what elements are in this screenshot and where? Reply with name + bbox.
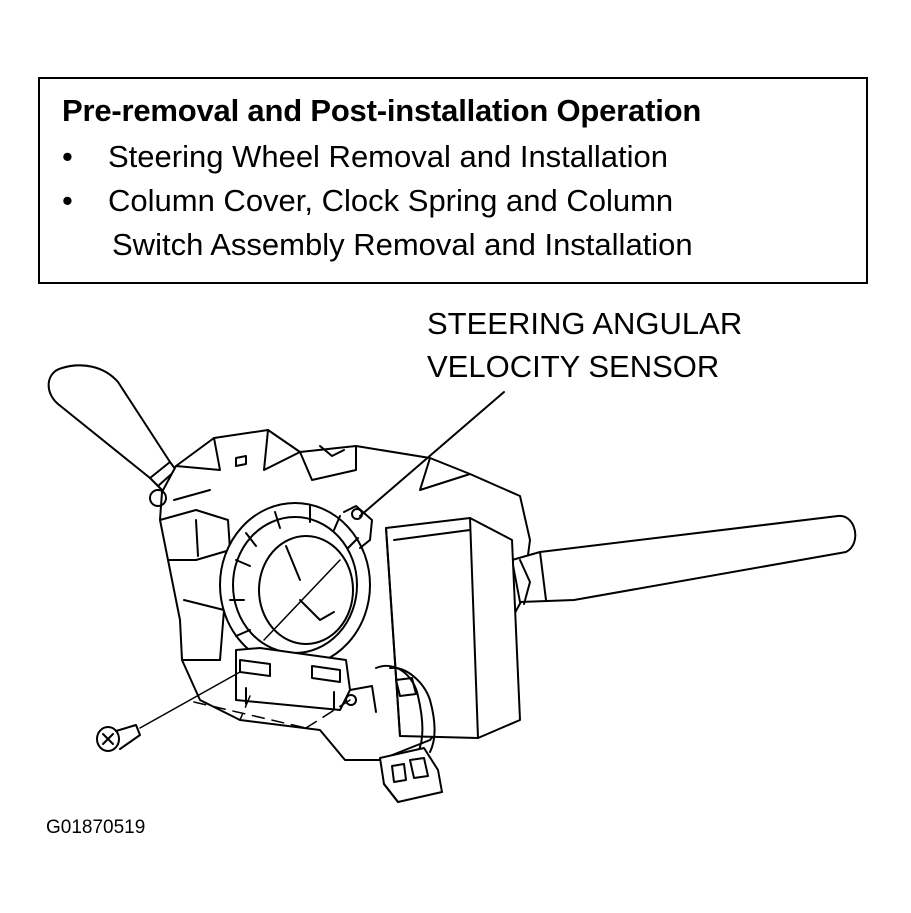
screw-trajectory-lines [139,559,341,729]
sensor-callout-label: STEERING ANGULAR VELOCITY SENSOR [427,302,742,388]
wire-harness [375,665,443,803]
callout-leader-line [359,391,505,517]
operation-item-1: • Steering Wheel Removal and Installation [62,139,668,175]
bullet-icon: • [62,139,73,174]
bullet-icon: • [62,183,73,218]
operation-item-2: • Column Cover, Clock Spring and Column [62,183,673,219]
switch-housing [385,517,521,739]
operation-item-2-text: Column Cover, Clock Spring and Column [108,183,674,218]
left-lever [47,364,177,497]
clock-spring [219,502,373,668]
screw-icon [96,724,141,752]
callout-line-1: STEERING ANGULAR [427,306,743,341]
right-lever [511,514,857,605]
operation-item-2-continued: Switch Assembly Removal and Installation [112,227,693,262]
operation-title: Pre-removal and Post-installation Operat… [62,93,702,128]
sensor-assembly [235,647,377,713]
figure-code: G01870519 [46,817,146,838]
installation-guide-lines [193,695,351,729]
operation-item-1-text: Steering Wheel Removal and Installation [108,139,669,174]
operation-box: Pre-removal and Post-installation Operat… [38,77,868,284]
callout-line-2: VELOCITY SENSOR [427,349,720,384]
